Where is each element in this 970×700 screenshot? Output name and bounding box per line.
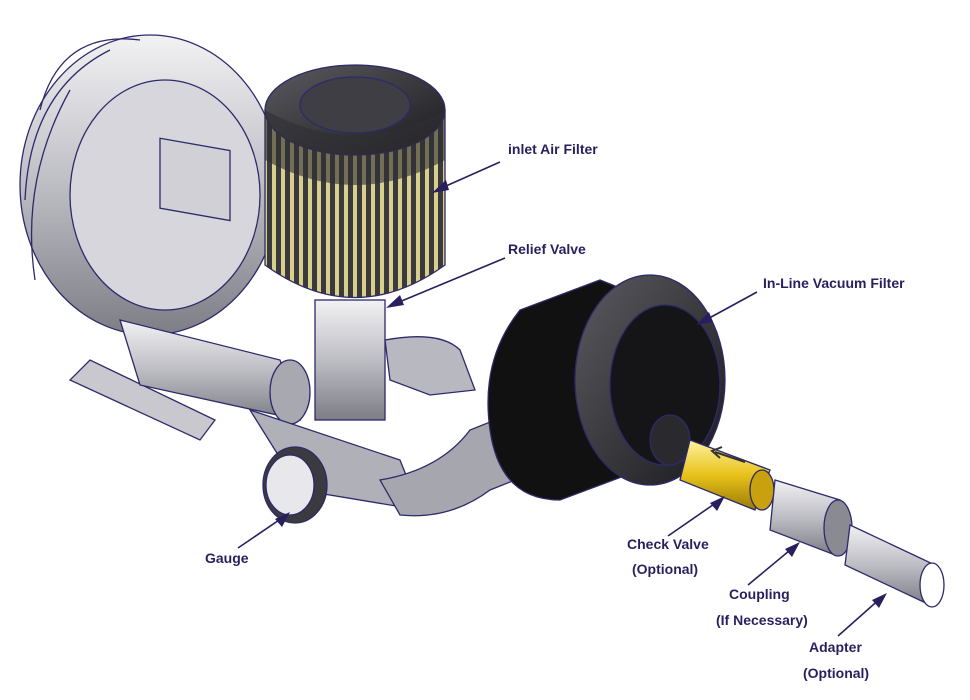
adapter (844, 524, 945, 608)
leader-lines (237, 161, 887, 637)
label-relief-valve: Relief Valve (508, 241, 586, 257)
label-coupling: Coupling (729, 586, 790, 602)
label-check-valve: Check Valve (627, 536, 709, 552)
label-adapter: Adapter (809, 639, 862, 655)
gauge (262, 446, 328, 524)
label-adapter-note: (Optional) (803, 665, 869, 681)
inlet-air-filter (264, 64, 446, 299)
pipe-assembly (248, 299, 541, 517)
check-valve (679, 439, 775, 511)
blower-housing (19, 34, 281, 441)
label-check-valve-note: (Optional) (632, 561, 698, 577)
label-coupling-note: (If Necessary) (716, 612, 808, 628)
coupling (769, 479, 853, 557)
label-inline-vacuum-filter: In-Line Vacuum Filter (763, 275, 905, 291)
label-gauge: Gauge (205, 550, 249, 566)
label-inlet-air-filter: inlet Air Filter (508, 141, 598, 157)
motor (119, 319, 311, 425)
inline-vacuum-filter (487, 274, 726, 501)
